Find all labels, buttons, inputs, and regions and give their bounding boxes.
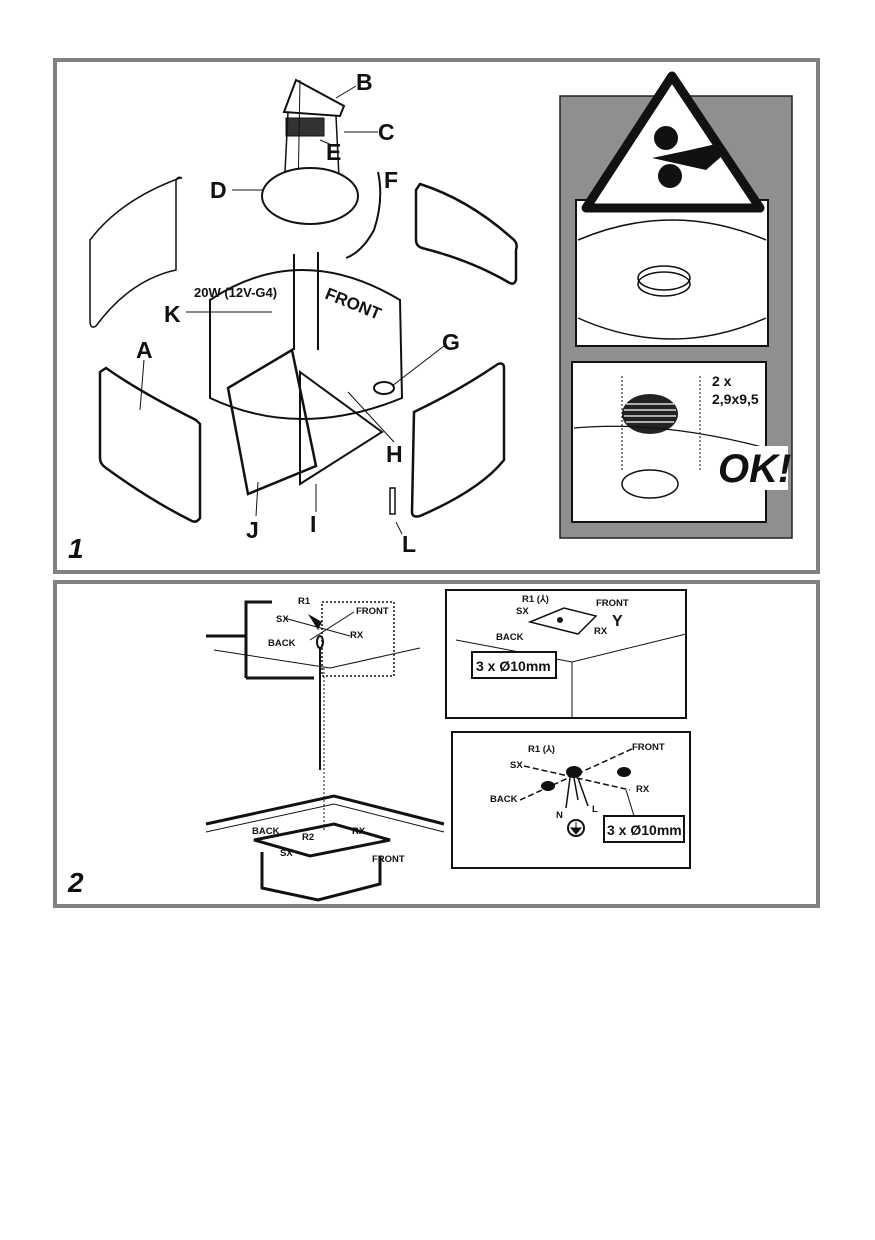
figure-1-panel: B C E D F 20W (12V-G4) K FRONT A G H J I… <box>53 58 820 574</box>
earth-ground-icon <box>567 819 585 837</box>
hob-back: BACK <box>252 826 280 837</box>
side-panel-upper-left <box>89 176 183 328</box>
plug-l <box>389 487 396 515</box>
filter-j <box>226 348 318 496</box>
bottom-inset-back: BACK <box>490 794 518 805</box>
label-e: E <box>326 139 341 165</box>
side-panel-a <box>98 366 202 523</box>
ok-label: OK! <box>718 447 791 491</box>
screw-size: 2,9x9,5 <box>712 391 759 407</box>
canopy-d <box>261 167 359 225</box>
bottom-inset-l: L <box>592 804 598 815</box>
hob-rx: RX <box>352 826 366 837</box>
main-back: BACK <box>268 638 296 649</box>
top-inset-back: BACK <box>496 632 524 643</box>
step-number-1: 1 <box>68 533 84 564</box>
bottom-inset-n: N <box>556 810 563 821</box>
top-inset-hole-spec: 3 x Ø10mm <box>476 658 551 674</box>
top-inset-front: FRONT <box>596 598 629 609</box>
filter-i <box>299 370 384 486</box>
lamp-spec: 20W (12V-G4) <box>194 285 277 300</box>
label-a: A <box>136 337 153 363</box>
main-rx: RX <box>350 630 364 641</box>
side-panel-lower-right <box>410 362 506 518</box>
transformer-e <box>285 117 325 137</box>
top-inset-y: Y <box>612 613 623 630</box>
bottom-inset-rx: RX <box>636 784 650 795</box>
label-c: C <box>378 119 395 145</box>
bracket-b <box>282 78 346 118</box>
label-h: H <box>386 441 403 467</box>
hob-r2: R2 <box>302 832 314 843</box>
main-front: FRONT <box>356 606 389 617</box>
bottom-inset-hole-spec: 3 x Ø10mm <box>607 822 682 838</box>
bottom-inset-sx: SX <box>510 760 523 771</box>
front-marking: FRONT <box>323 284 385 324</box>
label-l: L <box>402 531 416 557</box>
top-inset-rx: RX <box>594 626 608 637</box>
cooktop-box <box>253 822 391 858</box>
top-inset-r1: R1 (⅄) <box>522 594 549 605</box>
figure-2-drawing: R1 SX FRONT RX BACK BACK R2 RX SX FRONT … <box>67 589 691 902</box>
inset-ceiling-wiring <box>451 731 691 869</box>
bottom-inset-r1: R1 (⅄) <box>528 744 555 755</box>
side-panel-upper-right <box>414 182 518 285</box>
cable-f <box>345 171 382 259</box>
label-j: J <box>246 517 259 543</box>
screw-qty: 2 x <box>712 373 732 389</box>
hob-front: FRONT <box>372 854 405 865</box>
hood-body <box>209 269 404 420</box>
figure-1-drawing: B C E D F 20W (12V-G4) K FRONT A G H J I… <box>68 69 793 564</box>
label-k: K <box>164 301 181 327</box>
label-i: I <box>310 511 316 537</box>
figure-2-panel: R1 SX FRONT RX BACK BACK R2 RX SX FRONT … <box>53 580 820 908</box>
step-number-2: 2 <box>67 867 84 898</box>
main-sx: SX <box>276 614 289 625</box>
main-r1: R1 <box>298 596 311 607</box>
inset-bottom-image <box>571 361 767 523</box>
label-g: G <box>442 329 460 355</box>
label-f: F <box>384 167 398 193</box>
bottom-inset-front: FRONT <box>632 742 665 753</box>
hob-sx: SX <box>280 848 293 859</box>
label-d: D <box>210 177 227 203</box>
label-b: B <box>356 69 373 95</box>
top-inset-sx: SX <box>516 606 529 617</box>
